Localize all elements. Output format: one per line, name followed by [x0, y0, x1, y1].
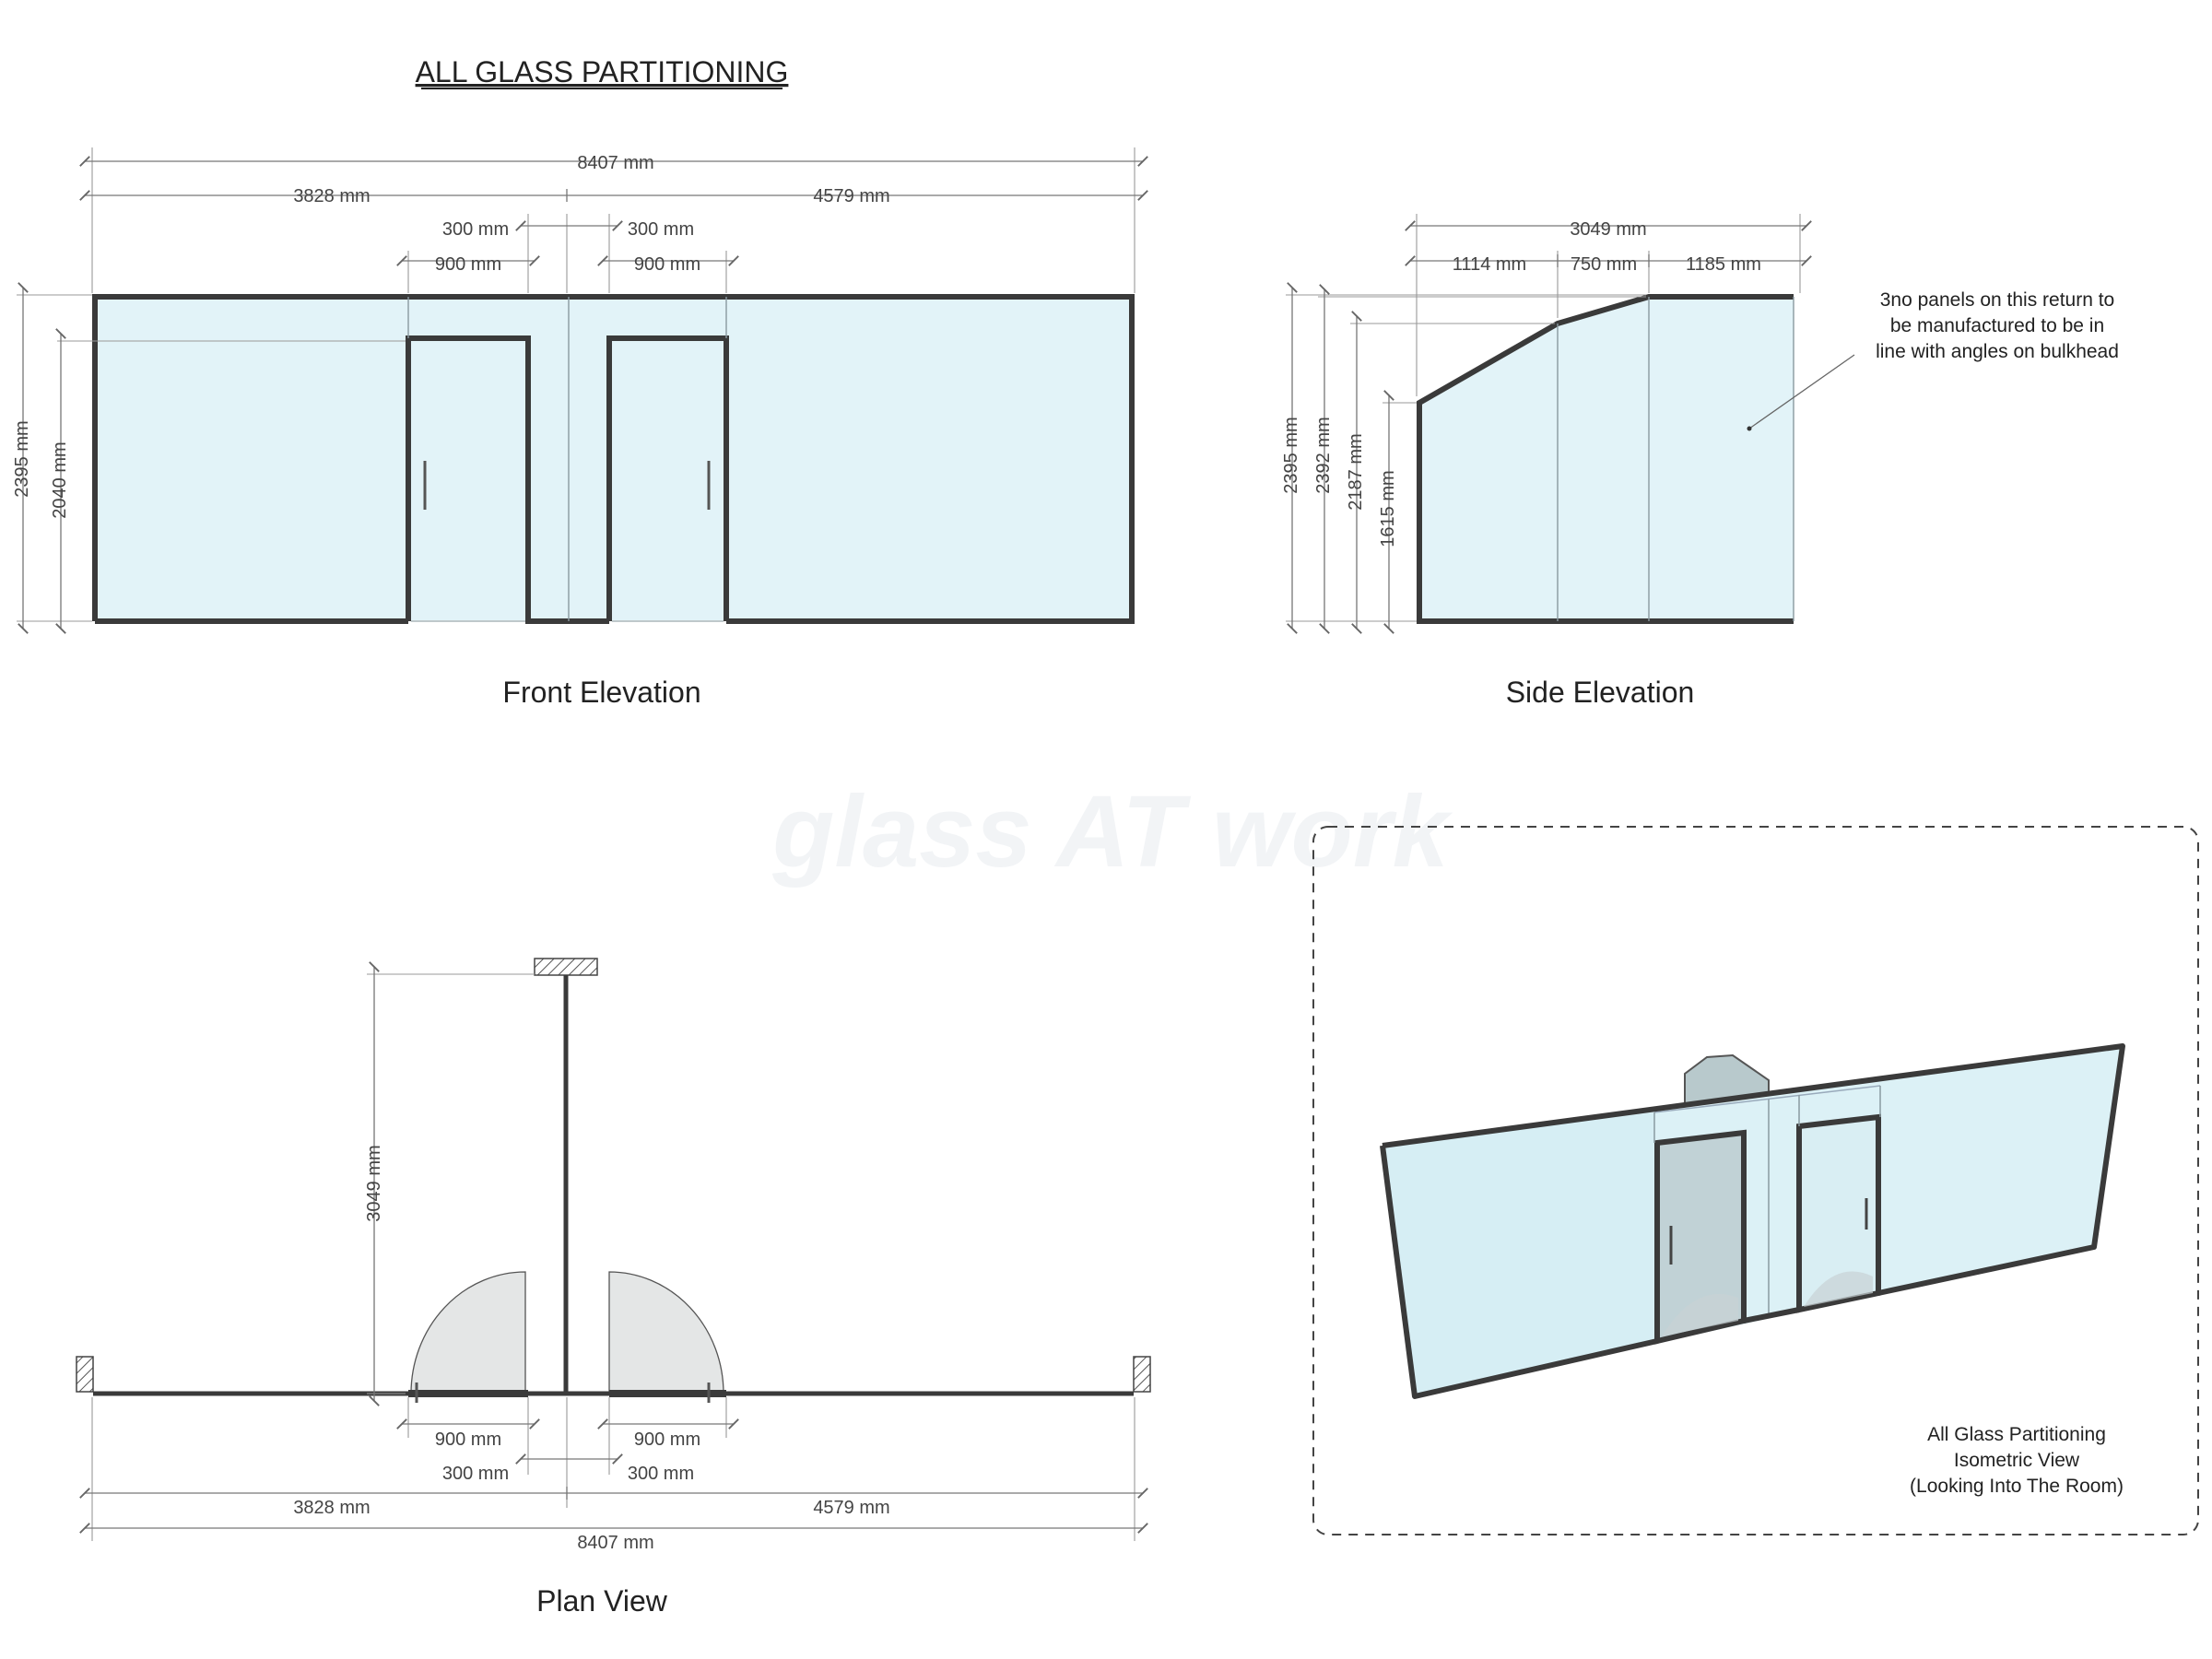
- plan-wall-left-hatch: [76, 1356, 94, 1393]
- side-dims-vertical: 2395 mm 2392 mm 2187 mm 1615 mm: [1281, 282, 1646, 634]
- side-note-dot: [1747, 426, 1752, 431]
- plan-dim-return-depth: 3049 mm: [364, 1145, 384, 1221]
- front-glass-transom-right: [609, 297, 726, 338]
- side-elevation-caption: Side Elevation: [1506, 676, 1695, 709]
- side-note-line-1: 3no panels on this return to: [1880, 289, 2115, 311]
- side-dim-h2: 2392 mm: [1313, 417, 1334, 493]
- plan-dim-left-width: 3828 mm: [293, 1498, 370, 1518]
- plan-door-swing-left: [410, 1271, 526, 1394]
- side-glass: [1419, 297, 1794, 621]
- front-dim-height: 2395 mm: [12, 420, 32, 497]
- plan-dim-mid-right: 300 mm: [628, 1464, 694, 1484]
- iso-door-swing-left: [1662, 1293, 1738, 1336]
- front-dim-door-height: 2040 mm: [50, 441, 70, 518]
- plan-dim-overall: 8407 mm: [577, 1533, 653, 1553]
- side-note-line-2: be manufactured to be in: [1890, 315, 2104, 336]
- front-outline: [92, 294, 1135, 624]
- side-dim-h4: 1615 mm: [1378, 470, 1398, 547]
- front-dim-door-left: 900 mm: [435, 254, 501, 275]
- plan-dim-door-left: 900 mm: [435, 1430, 501, 1450]
- plan-dim-door-right: 900 mm: [634, 1430, 700, 1450]
- front-glass-left: [95, 297, 408, 621]
- plan-door-swing-right: [608, 1271, 724, 1394]
- iso-caption-line-3: (Looking Into The Room): [1910, 1476, 2124, 1497]
- iso-caption-line-2: Isometric View: [1954, 1450, 2080, 1471]
- front-dim-mid-right: 300 mm: [628, 219, 694, 240]
- plan-dims: 3049 mm 900 mm 900 mm 300 mm 300 mm 3828…: [79, 961, 1148, 1553]
- front-dim-mid-left: 300 mm: [442, 219, 509, 240]
- side-dim-overall: 3049 mm: [1570, 219, 1646, 240]
- drawing-title: ALL GLASS PARTITIONING: [416, 55, 789, 88]
- iso-left-section: [1382, 1112, 1654, 1396]
- front-glass-transom-left: [408, 297, 528, 338]
- front-glass-right: [726, 297, 1132, 621]
- front-dim-door-right: 900 mm: [634, 254, 700, 275]
- plan-view-caption: Plan View: [536, 1584, 668, 1618]
- plan-dim-right-width: 4579 mm: [813, 1498, 889, 1518]
- plan-wall-top-hatch: [534, 958, 598, 976]
- side-note-leader: [1748, 354, 1855, 429]
- front-dim-right-width: 4579 mm: [813, 186, 889, 206]
- watermark: glass AT work: [771, 775, 1453, 888]
- side-elevation: 3049 mm 1114 mm 750 mm 1185 mm 2395 mm 2…: [1281, 214, 2119, 709]
- front-elevation-caption: Front Elevation: [502, 676, 700, 709]
- front-dim-overall: 8407 mm: [577, 153, 653, 173]
- side-outline: [1417, 294, 1794, 624]
- side-dim-h1: 2395 mm: [1281, 417, 1301, 493]
- iso-door-swing-right: [1804, 1271, 1873, 1307]
- plan-wall-right-hatch: [1133, 1356, 1151, 1393]
- isometric-view: All Glass Partitioning Isometric View (L…: [1312, 826, 2199, 1535]
- side-dim-h3: 2187 mm: [1346, 433, 1366, 510]
- iso-transom-line: [1653, 1085, 1881, 1113]
- front-dim-left-width: 3828 mm: [293, 186, 370, 206]
- plan-view: 3049 mm 900 mm 900 mm 300 mm 300 mm 3828…: [76, 958, 1151, 1618]
- side-dim-seg-1: 1114 mm: [1453, 254, 1526, 275]
- isometric-border: [1312, 826, 2199, 1535]
- side-dims-horizontal: 3049 mm 1114 mm 750 mm 1185 mm: [1405, 214, 1812, 396]
- front-elevation: 8407 mm 3828 mm 4579 mm 300 mm 300 mm 90…: [12, 147, 1148, 709]
- side-dim-seg-2: 750 mm: [1571, 254, 1637, 275]
- side-dim-seg-3: 1185 mm: [1686, 254, 1761, 275]
- iso-left-edge: [1380, 1145, 1418, 1397]
- front-glass-door-left: [411, 341, 525, 621]
- front-dims-vertical: 2395 mm 2040 mm: [12, 282, 406, 634]
- front-door-right-frame: [606, 335, 729, 621]
- front-glass-door-right: [612, 341, 724, 621]
- front-door-left-frame: [406, 335, 609, 624]
- iso-caption-line-1: All Glass Partitioning: [1927, 1424, 2106, 1445]
- plan-dim-mid-left: 300 mm: [442, 1464, 509, 1484]
- front-dims-horizontal: 8407 mm 3828 mm 4579 mm 300 mm 300 mm 90…: [79, 147, 1148, 293]
- svg-text:glass AT work: glass AT work: [771, 775, 1453, 888]
- side-note-line-3: line with angles on bulkhead: [1876, 341, 2119, 362]
